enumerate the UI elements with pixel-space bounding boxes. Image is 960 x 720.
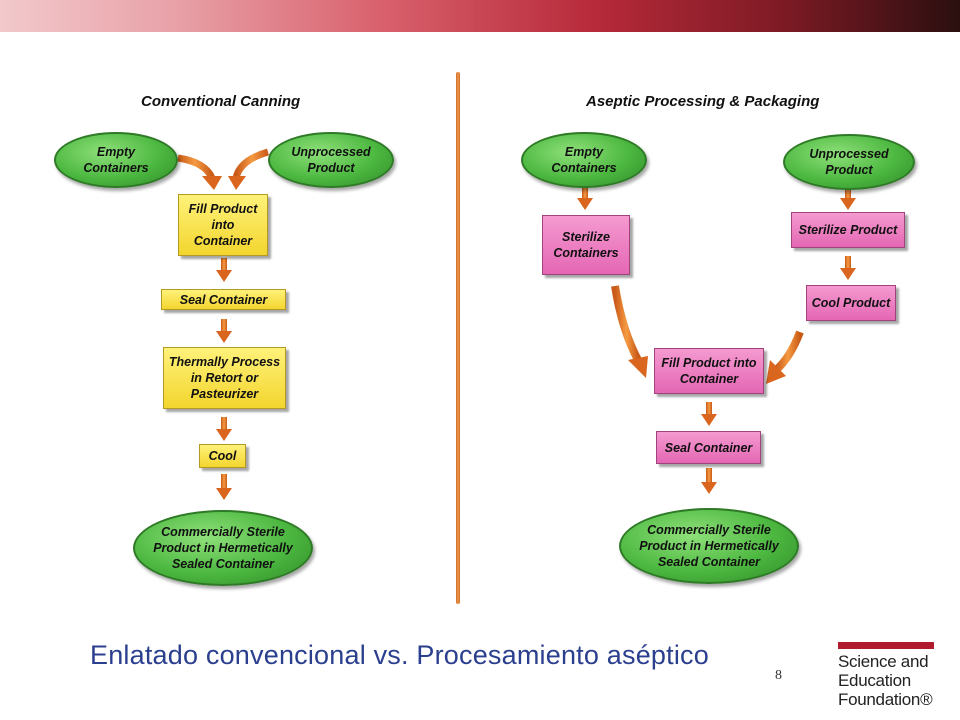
arrow-left-unprocessed-to-fill-head <box>228 176 246 190</box>
logo-line-2: Education <box>838 671 911 690</box>
arrow-right-unprocessed-to-sterilize <box>840 186 856 210</box>
arrow-right-containers-to-fill <box>611 285 642 362</box>
arrow-right-empty-to-sterilize <box>577 186 593 210</box>
arrow-left-cool-to-sterile <box>216 474 232 500</box>
node-left-cool: Cool <box>199 444 246 468</box>
logo-line-3: Foundation® <box>838 690 933 709</box>
arrow-left-empty-to-fill <box>177 154 216 180</box>
heading-conventional-canning: Conventional Canning <box>141 93 301 110</box>
node-right-seal-container: Seal Container <box>656 431 761 464</box>
arrow-right-seal-to-sterile <box>701 468 717 494</box>
node-left-unprocessed-product: Unprocessed Product <box>268 132 394 188</box>
logo-line-1: Science and <box>838 652 929 671</box>
node-left-commercially-sterile: Commercially Sterile Product in Hermetic… <box>133 510 313 586</box>
node-right-commercially-sterile: Commercially Sterile Product in Hermetic… <box>619 508 799 584</box>
arrow-right-fill-to-seal <box>701 402 717 426</box>
arrow-left-empty-to-fill-head <box>202 176 222 190</box>
arrow-left-thermal-to-cool <box>216 417 232 441</box>
node-left-empty-containers: Empty Containers <box>54 132 178 188</box>
node-right-unprocessed-product: Unprocessed Product <box>783 134 915 190</box>
arrow-right-cool-to-fill-head <box>766 360 786 384</box>
node-right-cool-product: Cool Product <box>806 285 896 321</box>
arrow-right-containers-to-fill-head <box>628 356 648 378</box>
arrow-left-fill-to-seal <box>216 258 232 282</box>
node-left-thermally-process: Thermally Process in Retort or Pasteuriz… <box>163 347 286 409</box>
node-right-fill-product: Fill Product into Container <box>654 348 764 394</box>
node-right-empty-containers: Empty Containers <box>521 132 647 188</box>
node-left-fill-product: Fill Product into Container <box>178 194 268 256</box>
logo-red-bar <box>838 642 934 649</box>
column-divider <box>456 72 460 604</box>
arrow-left-unprocessed-to-fill <box>232 148 270 180</box>
node-left-seal-container: Seal Container <box>161 289 286 310</box>
arrow-right-sterilize-to-cool <box>840 256 856 280</box>
page-number: 8 <box>775 668 782 683</box>
arrow-right-cool-to-fill <box>773 330 804 374</box>
arrow-left-seal-to-thermal <box>216 319 232 343</box>
top-banner <box>0 0 960 32</box>
node-right-sterilize-product: Sterilize Product <box>791 212 905 248</box>
node-right-sterilize-containers: Sterilize Containers <box>542 215 630 275</box>
sef-logo: Science and Education Foundation® <box>838 642 953 709</box>
slide-caption: Enlatado convencional vs. Procesamiento … <box>90 640 709 670</box>
heading-aseptic-processing: Aseptic Processing & Packaging <box>586 93 820 110</box>
